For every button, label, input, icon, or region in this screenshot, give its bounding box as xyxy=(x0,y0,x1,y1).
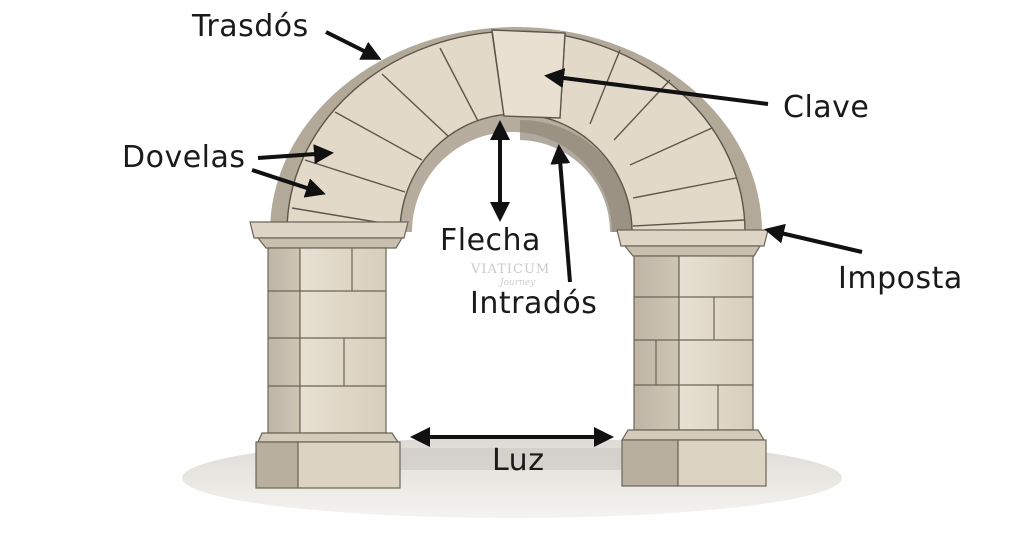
arrow-imposta xyxy=(764,223,863,254)
left-pillar xyxy=(249,221,409,489)
label-luz: Luz xyxy=(492,443,545,478)
watermark-logo: VIATICUM xyxy=(471,262,551,277)
arrow-dovelas-2 xyxy=(251,168,326,198)
arrow-intrados xyxy=(550,144,572,283)
label-intrados: Intradós xyxy=(470,286,598,321)
watermark-subtitle: Journey xyxy=(500,278,536,288)
label-imposta: Imposta xyxy=(838,261,963,296)
label-flecha: Flecha xyxy=(440,223,541,258)
label-clave: Clave xyxy=(783,90,870,125)
arrow-dovelas-1 xyxy=(257,144,334,165)
arch-voussoirs xyxy=(270,27,762,233)
arrow-clave xyxy=(544,68,769,106)
label-dovelas: Dovelas xyxy=(122,140,246,175)
arrow-trasdos xyxy=(325,30,382,60)
label-trasdos: Trasdós xyxy=(192,9,309,44)
arch-intrados-face xyxy=(392,112,635,232)
annotation-arrows xyxy=(251,30,863,447)
right-pillar xyxy=(616,229,769,487)
